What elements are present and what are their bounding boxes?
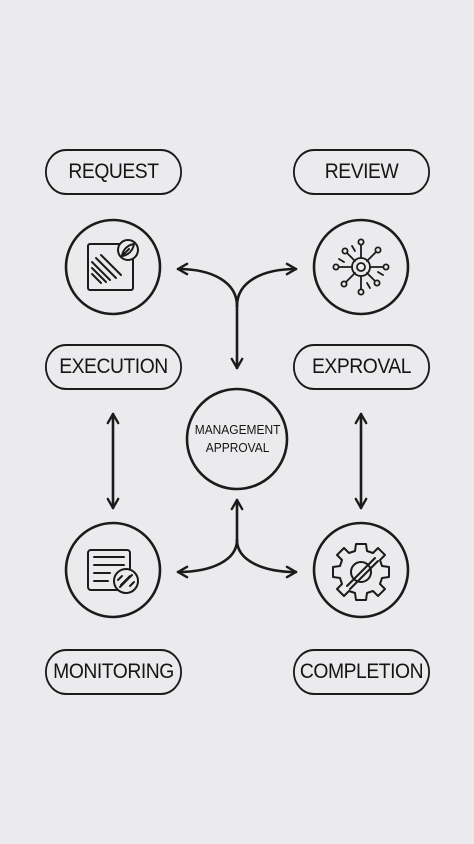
execution-stage-label: EXECUTION bbox=[44, 344, 183, 390]
request-stage-text: REQUEST bbox=[68, 160, 159, 183]
center-node-label: MANAGEMENT APPROVAL bbox=[187, 392, 288, 486]
gear-slash-icon bbox=[332, 543, 390, 601]
request-stage-label: REQUEST bbox=[44, 149, 183, 195]
execution-stage-text: EXECUTION bbox=[59, 355, 168, 378]
center-label-line2: APPROVAL bbox=[205, 440, 270, 455]
bottom-branch-arrow bbox=[176, 498, 298, 579]
document-brush-icon bbox=[87, 239, 139, 291]
completion-icon-circle bbox=[312, 521, 410, 619]
center-circle bbox=[185, 387, 289, 491]
report-percent-icon bbox=[87, 549, 139, 594]
completion-stage-text: COMPLETION bbox=[299, 660, 424, 683]
exproval-stage-label: EXPROVAL bbox=[292, 344, 431, 390]
center-label-line1: MANAGEMENT bbox=[194, 422, 281, 437]
top-branch-arrow bbox=[176, 262, 298, 370]
exproval-stage-text: EXPROVAL bbox=[311, 355, 412, 378]
monitoring-icon-circle bbox=[64, 521, 162, 619]
completion-stage-label: COMPLETION bbox=[292, 649, 431, 695]
review-stage-label: REVIEW bbox=[292, 149, 431, 195]
monitoring-stage-text: MONITORING bbox=[53, 660, 174, 683]
review-icon-circle bbox=[312, 218, 410, 316]
review-stage-text: REVIEW bbox=[324, 160, 399, 183]
monitoring-stage-label: MONITORING bbox=[44, 649, 183, 695]
network-hub-icon bbox=[332, 238, 390, 296]
request-icon-circle bbox=[64, 218, 162, 316]
